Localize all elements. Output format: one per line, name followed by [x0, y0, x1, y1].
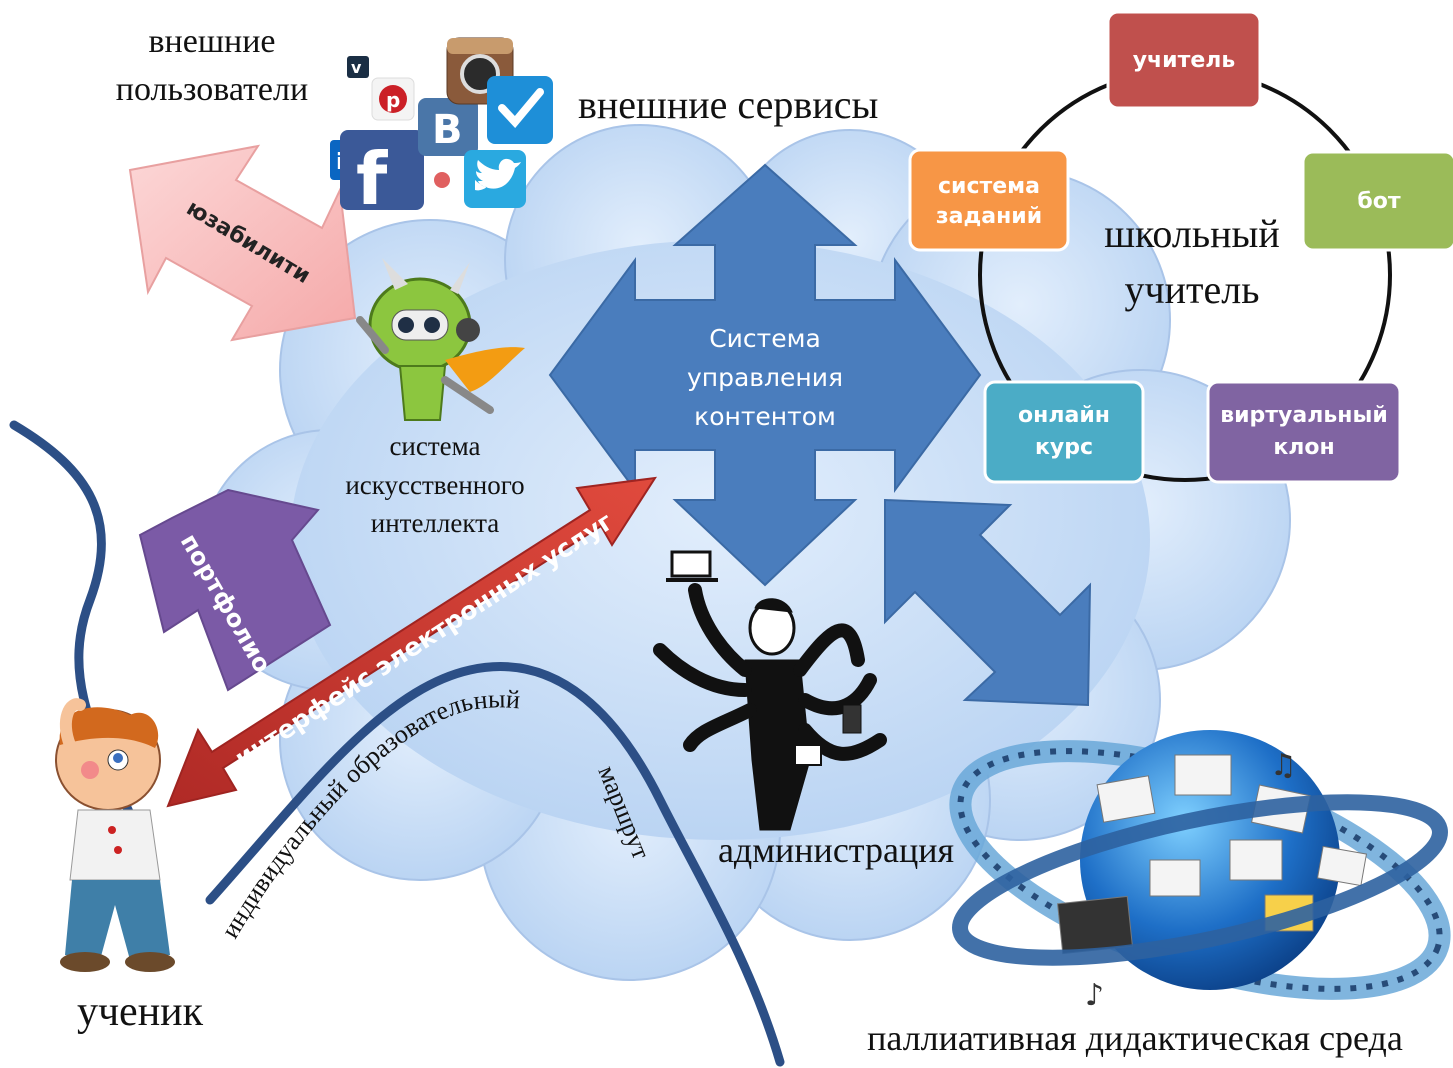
usability-double-arrow: юзабилити	[128, 144, 357, 342]
cycle-label-clone-line2: клон	[1273, 435, 1334, 460]
external-users-label-line1: внешние	[148, 23, 275, 60]
ai-label-line2: искусственного	[345, 470, 524, 500]
social-network-icons: in p v f B	[330, 37, 553, 221]
cycle-node-clone: виртуальный клон	[1206, 380, 1402, 484]
svg-text:B: B	[432, 107, 463, 153]
cms-label-line2: управления	[687, 363, 843, 392]
globe-media-icon: ♫ ♪	[949, 730, 1451, 1013]
ai-label-line3: интеллекта	[371, 508, 500, 538]
cms-cross-arrow: Система управления контентом	[548, 163, 982, 587]
student-label: ученик	[77, 989, 204, 1035]
svg-text:f: f	[356, 137, 388, 221]
portfolio-double-arrow: портфолио	[138, 488, 332, 692]
svg-text:p: p	[386, 88, 400, 112]
student-boy-icon	[55, 698, 175, 972]
cycle-label-online-line2: курс	[1035, 435, 1093, 460]
ai-label-line1: система	[389, 431, 480, 461]
external-users-label-line2: пользователи	[116, 71, 308, 108]
cycle-label-tasks-line2: заданий	[936, 204, 1042, 229]
environment-double-arrow	[884, 498, 1092, 707]
music-note-icon: ♪	[1085, 978, 1104, 1013]
businessman-icon	[653, 550, 887, 831]
cycle-node-teacher: учитель	[1106, 10, 1262, 110]
cycle-node-online: онлайн курс	[983, 380, 1145, 484]
cycle-node-bot: бот	[1301, 150, 1453, 252]
school-teacher-label-line2: учитель	[1125, 267, 1260, 312]
cycle-node-tasks: система заданий	[908, 148, 1070, 252]
cycle-label-teacher: учитель	[1133, 48, 1236, 73]
robot-mascot-icon	[356, 258, 525, 421]
cms-label-line1: Система	[709, 324, 821, 353]
music-note-icon: ♫	[1270, 748, 1297, 783]
external-services-label: внешние сервисы	[578, 82, 878, 127]
cycle-label-online-line1: онлайн	[1018, 403, 1110, 428]
cycle-label-clone-line1: виртуальный	[1220, 403, 1388, 428]
vk-icon	[418, 98, 478, 156]
cycle-label-tasks-line1: система	[938, 174, 1040, 199]
facebook-icon	[340, 130, 424, 210]
small-app-icon	[434, 172, 450, 188]
svg-text:v: v	[351, 58, 362, 77]
teacher-cycle: учитель бот система заданий онлайн курс …	[908, 10, 1453, 484]
environment-label: паллиативная дидактическая среда	[867, 1018, 1403, 1058]
vimeo-icon	[347, 56, 369, 78]
cms-label-line3: контентом	[694, 402, 836, 431]
cycle-label-bot: бот	[1357, 189, 1400, 214]
school-teacher-label-line1: школьный	[1104, 211, 1280, 256]
administration-label: администрация	[718, 830, 954, 870]
